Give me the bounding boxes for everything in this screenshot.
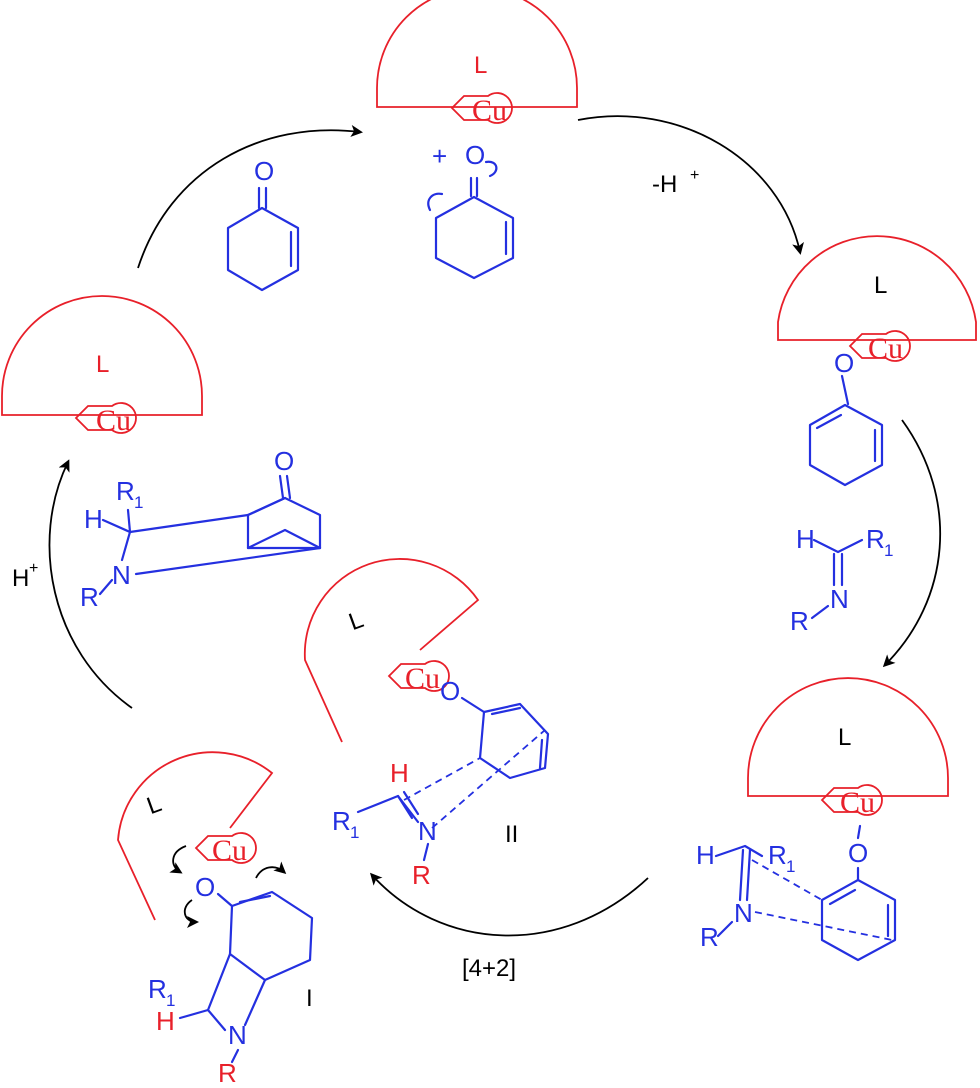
svg-text:R: R bbox=[80, 582, 99, 612]
imine-reagent: H R 1 N R bbox=[790, 524, 893, 636]
intermediate-ii: L Cu O H R 1 N R II bbox=[303, 558, 550, 890]
svg-text:1: 1 bbox=[786, 857, 795, 876]
svg-text:Cu: Cu bbox=[868, 332, 903, 365]
cyclohexenone-coordinated: + O bbox=[427, 140, 515, 280]
svg-text:H: H bbox=[84, 504, 103, 534]
svg-text:R: R bbox=[218, 1058, 237, 1088]
step-protonation: H bbox=[12, 565, 29, 592]
arrow-imine-addition bbox=[882, 419, 942, 668]
svg-text:L: L bbox=[874, 272, 887, 299]
svg-text:1: 1 bbox=[350, 823, 359, 842]
svg-text:L: L bbox=[96, 351, 109, 378]
dienolate-ring: O bbox=[808, 348, 884, 487]
arrow-protonation bbox=[48, 459, 133, 709]
svg-text:O: O bbox=[848, 838, 868, 868]
svg-text:O: O bbox=[834, 348, 854, 378]
catalyst-left: L Cu bbox=[1, 295, 203, 437]
svg-text:Cu: Cu bbox=[212, 834, 247, 867]
svg-text:R: R bbox=[790, 606, 809, 636]
catalyst-enolate: L Cu bbox=[777, 235, 977, 365]
svg-text:Cu: Cu bbox=[405, 662, 440, 695]
step-protonation-sup: + bbox=[29, 560, 38, 577]
svg-text:Cu: Cu bbox=[840, 786, 875, 819]
svg-text:H: H bbox=[796, 524, 815, 554]
svg-text:R: R bbox=[768, 840, 787, 870]
intermediate-i: L Cu O R 1 H N R I bbox=[117, 751, 314, 1088]
svg-text:R: R bbox=[148, 974, 167, 1004]
svg-text:R: R bbox=[332, 806, 351, 836]
arrow-cycloaddition bbox=[369, 872, 649, 937]
svg-text:N: N bbox=[112, 560, 131, 590]
svg-text:O: O bbox=[440, 676, 460, 706]
arrow-deprotonation bbox=[577, 115, 804, 255]
svg-text:L: L bbox=[143, 790, 165, 820]
svg-text:O: O bbox=[254, 156, 274, 186]
prereaction-complex: O H R 1 N R bbox=[696, 824, 897, 962]
arrow-ligand-binding bbox=[137, 124, 363, 269]
svg-text:O: O bbox=[274, 446, 294, 476]
svg-text:H: H bbox=[390, 758, 409, 788]
svg-text:+: + bbox=[432, 141, 447, 171]
svg-text:N: N bbox=[228, 1020, 247, 1050]
svg-text:R: R bbox=[116, 476, 135, 506]
svg-text:II: II bbox=[505, 821, 518, 848]
svg-text:N: N bbox=[734, 898, 753, 928]
svg-text:L: L bbox=[345, 606, 367, 636]
svg-text:Cu: Cu bbox=[472, 94, 507, 127]
svg-text:R: R bbox=[412, 860, 431, 890]
svg-text:O: O bbox=[465, 140, 485, 170]
svg-text:L: L bbox=[474, 52, 487, 79]
svg-text:N: N bbox=[830, 584, 849, 614]
catalyst-top: L Cu bbox=[376, 0, 578, 127]
svg-text:R: R bbox=[866, 524, 885, 554]
svg-text:H: H bbox=[156, 1006, 175, 1036]
svg-text:I: I bbox=[306, 985, 313, 1012]
svg-text:1: 1 bbox=[166, 991, 175, 1010]
catalyst-imine-complex: L Cu bbox=[747, 677, 949, 819]
step-cycloaddition: [4+2] bbox=[462, 955, 516, 982]
step-deprotonation: -H bbox=[652, 171, 677, 198]
svg-text:R: R bbox=[700, 922, 719, 952]
svg-text:Cu: Cu bbox=[96, 404, 131, 437]
svg-text:H: H bbox=[696, 840, 715, 870]
svg-text:O: O bbox=[195, 872, 215, 902]
svg-text:N: N bbox=[418, 816, 437, 846]
svg-text:1: 1 bbox=[134, 493, 143, 512]
svg-text:1: 1 bbox=[884, 541, 893, 560]
cyclohexenone-free: O bbox=[226, 156, 300, 292]
step-deprotonation-sup: + bbox=[690, 167, 699, 184]
azabicyclic-product: O R 1 H N R bbox=[80, 446, 322, 612]
svg-text:L: L bbox=[838, 724, 851, 751]
